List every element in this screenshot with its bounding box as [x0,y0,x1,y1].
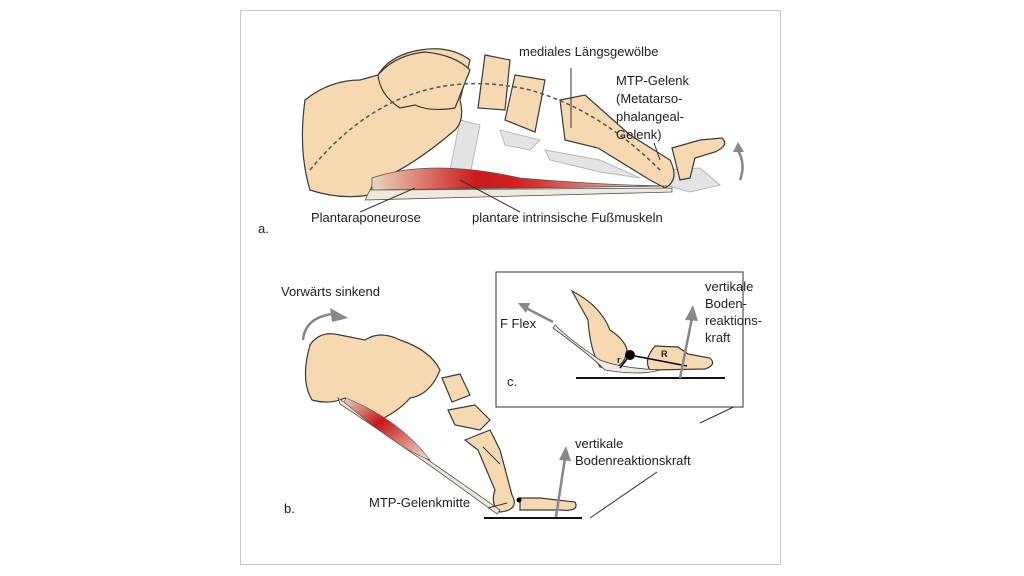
label-mtp-center: MTP-Gelenkmitte [369,495,471,510]
label-intrinsic-muscles: plantare intrinsische Fußmuskeln [472,210,663,225]
label-mtp-2: (Metatarso- [616,91,683,106]
label-grf-c-2: Boden- [705,296,747,311]
label-r-large: R [661,349,668,359]
label-forward-sinking: Vorwärts sinkend [281,284,380,299]
label-medial-arch: mediales Längsgewölbe [519,44,659,59]
panel-b-letter: b. [284,501,295,516]
label-grf-c-1: vertikale [705,279,754,294]
label-plantar-aponeurosis: Plantaraponeurose [311,210,421,225]
label-grf-b-1: vertikale [575,436,624,451]
panel-a-foot [301,48,744,213]
panel-b-foot [301,308,743,519]
label-grf-c-4: kraft [705,330,731,345]
figure-frame [240,10,781,565]
label-mtp-3: phalangeal- [616,109,684,124]
panel-a-letter: a. [258,221,269,236]
label-grf-b-2: Bodenreaktionskraft [575,453,691,468]
label-f-flex: F Flex [500,316,537,331]
panel-c-letter: c. [507,374,518,389]
label-mtp-4: Gelenk) [616,127,662,142]
label-grf-c-3: reaktions- [705,313,763,328]
panel-c-inset [495,271,744,408]
label-mtp-1: MTP-Gelenk [616,73,689,88]
label-r-small: r [617,355,621,365]
